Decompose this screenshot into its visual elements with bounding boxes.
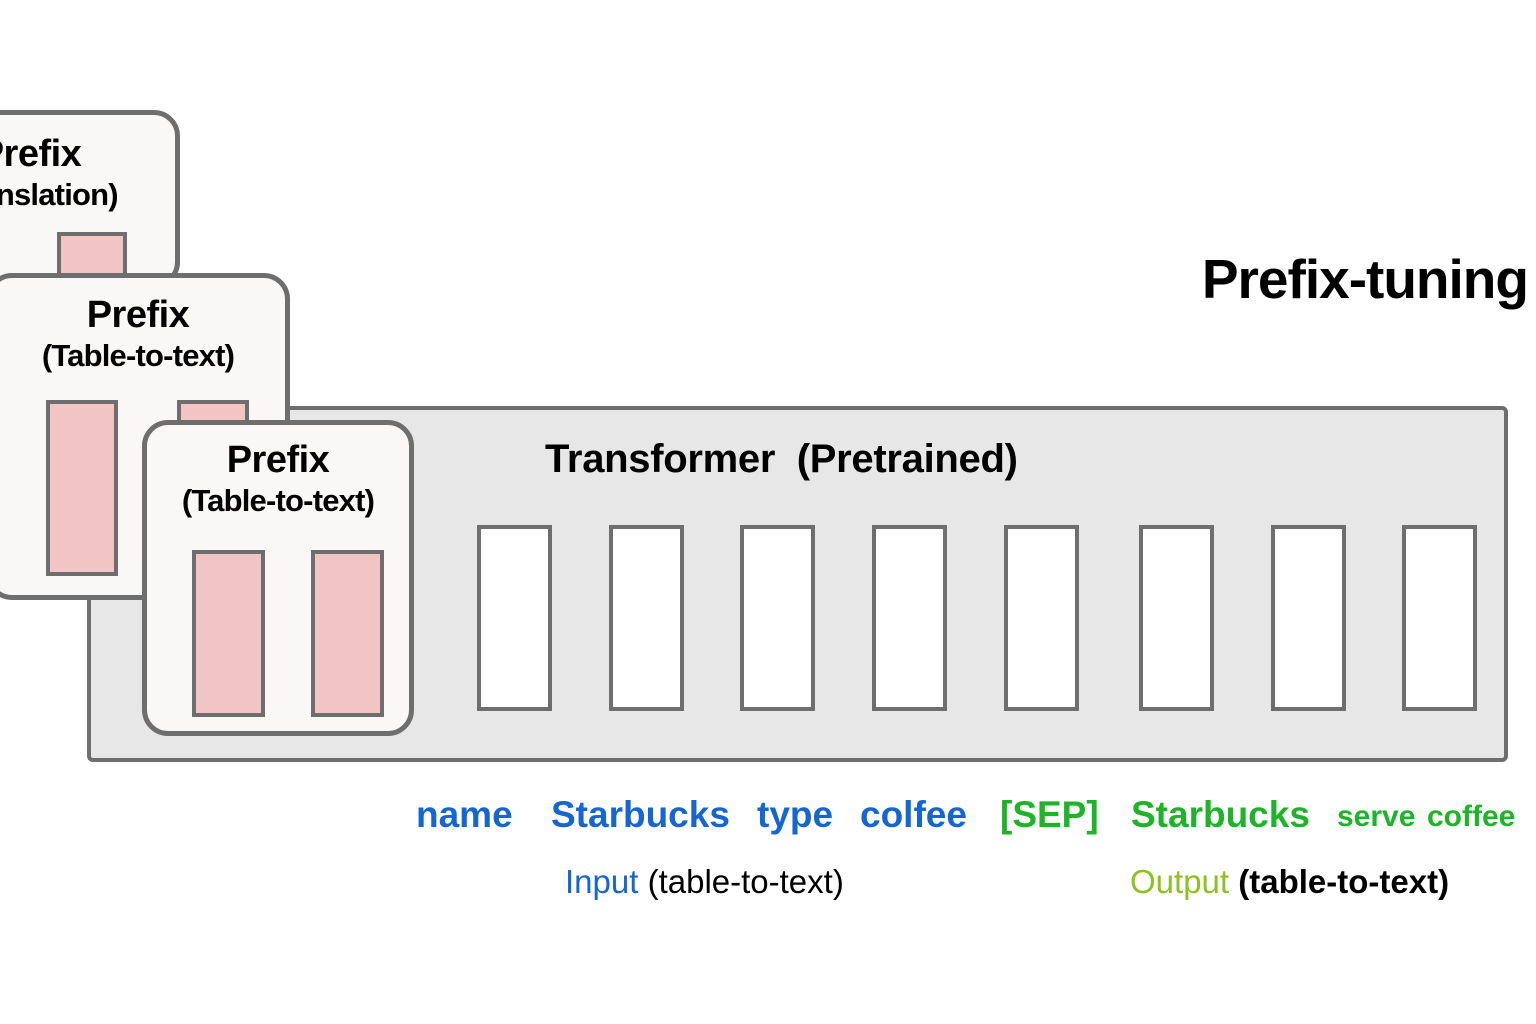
token-input: colfee: [860, 794, 967, 835]
page-title: Prefix-tuning: [1201, 248, 1529, 310]
output-caption-key: Output: [1130, 863, 1230, 900]
prefix-bar-front-left: [192, 550, 265, 717]
token-sequence: name Starbucks type colfee [SEP] Starbuc…: [0, 793, 1536, 839]
transformer-cell: [1139, 525, 1214, 711]
prefix-bar-middle-left: [46, 400, 118, 576]
prefix-card-table-to-text-front[interactable]: Prefix (Table-to-text): [142, 420, 414, 736]
transformer-label: Transformer (Pretrained): [545, 437, 1018, 481]
input-caption-key: Input: [565, 863, 639, 900]
prefix-card-title: Prefix: [0, 133, 82, 175]
prefix-card-title: Prefix: [86, 294, 190, 336]
token-input: Starbucks: [551, 794, 730, 835]
prefix-bar-translation: [57, 232, 127, 278]
input-caption-paren: (table-to-text): [638, 863, 844, 900]
transformer-cell: [740, 525, 815, 711]
input-caption: Input (table-to-text): [565, 862, 844, 902]
transformer-cell: [1402, 525, 1477, 711]
transformer-cell: [1271, 525, 1346, 711]
prefix-card-title: Prefix: [226, 439, 330, 481]
output-caption: Output (table-to-text): [1130, 862, 1449, 902]
token-output: [SEP]: [1000, 794, 1099, 835]
prefix-card-subtitle: (Table-to-text): [181, 483, 375, 518]
token-output: Starbucks: [1131, 794, 1310, 835]
prefix-card-subtitle: (Table-to-text): [41, 338, 235, 373]
transformer-cell: [872, 525, 947, 711]
token-output: serve: [1337, 800, 1416, 833]
prefix-bar-front-right: [311, 550, 384, 717]
output-caption-paren: (table-to-text): [1229, 863, 1450, 900]
transformer-cell: [477, 525, 552, 711]
token-input: name: [416, 794, 513, 835]
transformer-cell: [1004, 525, 1079, 711]
prefix-card-subtitle: (Translation): [0, 177, 119, 212]
token-output: coffee: [1427, 800, 1516, 833]
token-input: type: [757, 794, 834, 835]
transformer-cell: [609, 525, 684, 711]
